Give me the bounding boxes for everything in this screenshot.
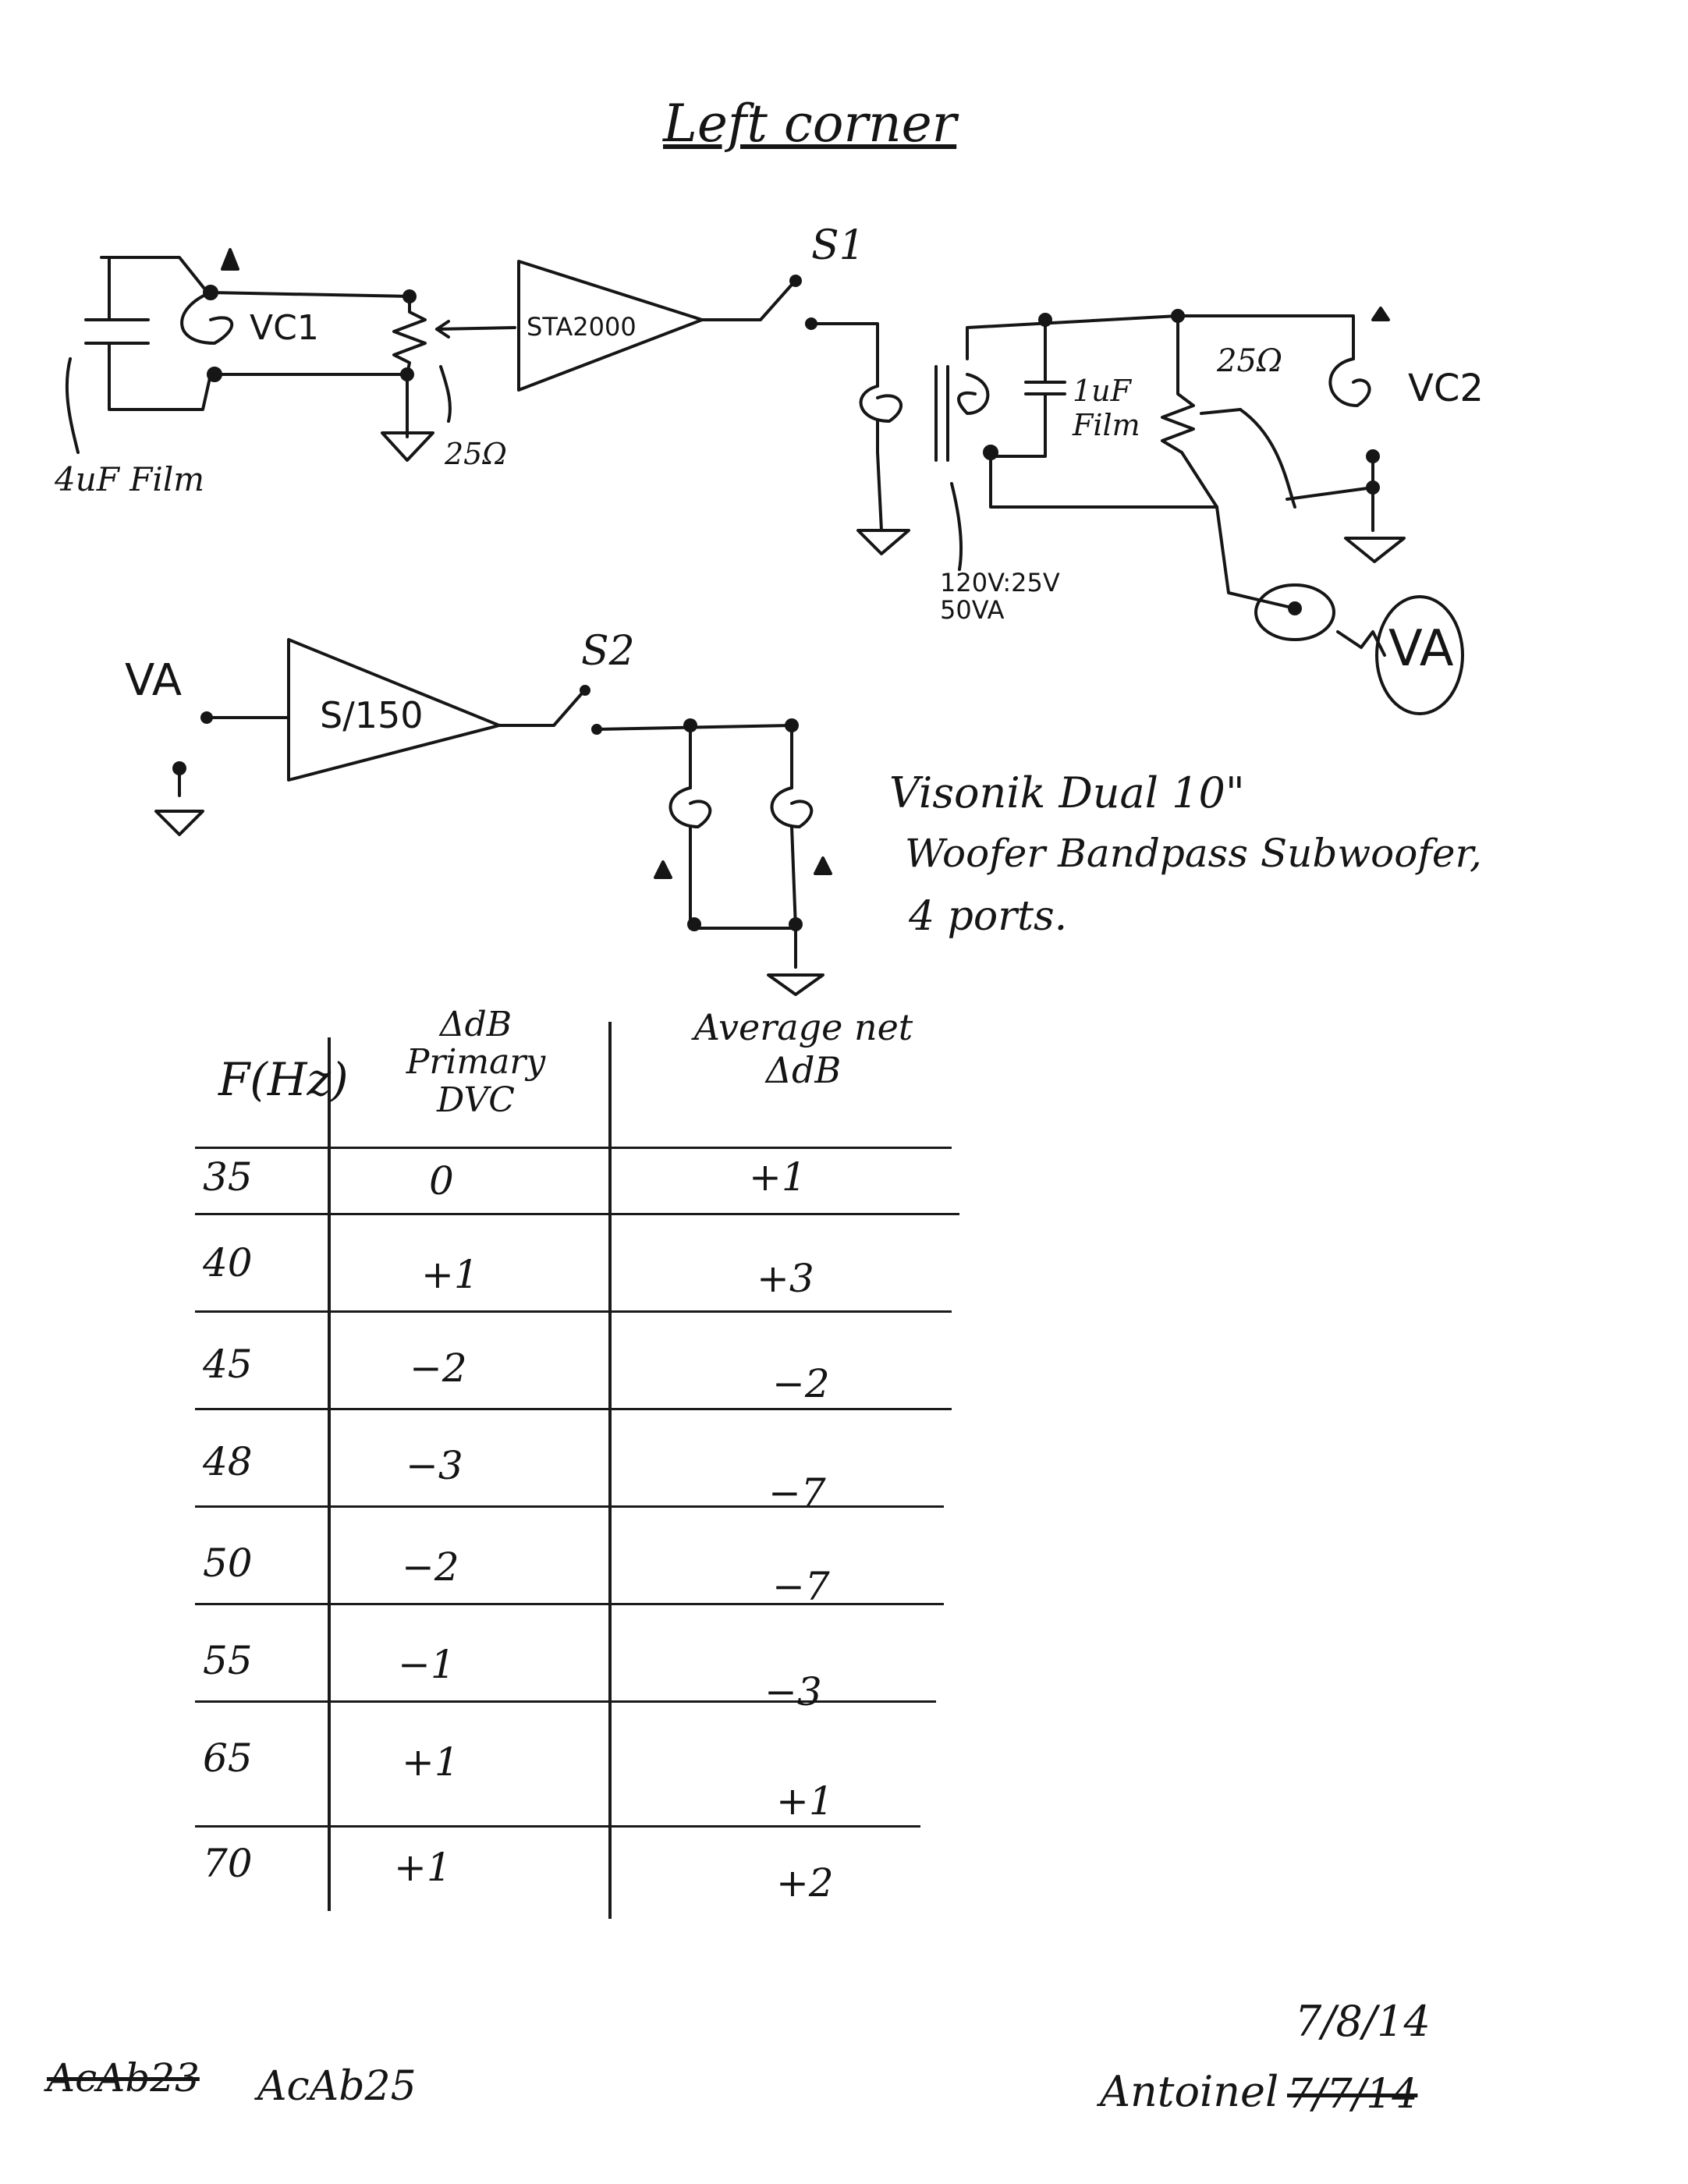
table-row-net: −2 [772, 1361, 830, 1406]
table-divider-1 [328, 1037, 331, 1911]
switch-2-label: S2 [581, 628, 635, 675]
table-row-net: +1 [749, 1154, 807, 1200]
voltmeter [1254, 583, 1464, 715]
vc1-label: VC1 [250, 308, 319, 348]
date-new: 7/8/14 [1295, 1997, 1431, 2046]
table-row-freq: 35 [203, 1154, 253, 1200]
amplifier-sta2000 [517, 260, 817, 392]
header-delta-db-primary: ΔdB Primary DVC [406, 1005, 546, 1120]
transformer [810, 314, 1218, 571]
table-row-freq: 65 [203, 1736, 253, 1781]
capacitor-1uf-label: 1uF Film [1073, 374, 1140, 442]
amplifier-label: STA2000 [527, 312, 637, 342]
table-row-net: −7 [772, 1564, 830, 1609]
potentiometer-1 [381, 289, 516, 462]
switch-1-label: S1 [811, 222, 865, 269]
transformer-label: 120V:25V 50VA [940, 568, 1060, 626]
table-row-net: −3 [764, 1669, 822, 1714]
table-row-primary: 0 [429, 1158, 454, 1204]
table-row-freq: 50 [203, 1540, 253, 1586]
capacitor-1uf [989, 313, 1066, 458]
table-row-freq: 48 [203, 1439, 253, 1484]
capacitor-4uf [65, 256, 212, 454]
table-row-freq: 45 [203, 1342, 253, 1387]
amplifier-2-label: S/150 [320, 694, 424, 736]
header-average-net: Average net ΔdB [693, 1006, 913, 1092]
table-row-primary: −3 [406, 1443, 463, 1488]
circuit-2 [154, 638, 832, 996]
table-row-primary: +1 [402, 1739, 459, 1785]
description-line-1: Visonik Dual 10" [889, 768, 1245, 817]
table-row-primary: −2 [410, 1346, 467, 1391]
table-row-primary: −2 [402, 1544, 459, 1590]
table-row-freq: 40 [203, 1240, 253, 1285]
table-row-net: −7 [768, 1470, 826, 1516]
struck-code: AcAb23 [47, 2055, 200, 2101]
circuit-diagram [65, 248, 1464, 996]
meter-label: VA [1388, 620, 1454, 678]
vc2-label: VC2 [1408, 367, 1484, 410]
date-old: 7/7/14 [1287, 2071, 1418, 2118]
page-title: Left corner [663, 94, 957, 154]
measurement-table: F(Hz) ΔdB Primary DVC Average net ΔdB 35… [187, 1005, 959, 1927]
header-frequency: F(Hz) [218, 1053, 349, 1106]
voice-coil-1 [180, 248, 411, 382]
table-row-primary: +1 [394, 1845, 452, 1890]
pot1-label: 25Ω [445, 437, 507, 471]
table-divider-2 [608, 1022, 612, 1919]
table-row-freq: 55 [203, 1638, 253, 1683]
table-row-net: +1 [776, 1778, 834, 1824]
input-va-label: VA [125, 655, 183, 706]
table-row-freq: 70 [203, 1841, 253, 1886]
description-line-3: 4 ports. [909, 893, 1068, 940]
table-row-primary: −1 [398, 1642, 456, 1687]
table-row-primary: +1 [421, 1252, 479, 1297]
signature: Antoinel [1100, 2067, 1279, 2116]
voice-coil-2 [1176, 307, 1406, 563]
pot2-label: 25Ω [1217, 343, 1283, 379]
table-row-net: +2 [776, 1860, 834, 1906]
capacitor-4uf-label: 4uF Film [55, 460, 205, 498]
description-line-2: Woofer Bandpass Subwoofer, [905, 831, 1482, 876]
code: AcAb25 [257, 2063, 417, 2110]
table-row-net: +3 [757, 1256, 814, 1301]
